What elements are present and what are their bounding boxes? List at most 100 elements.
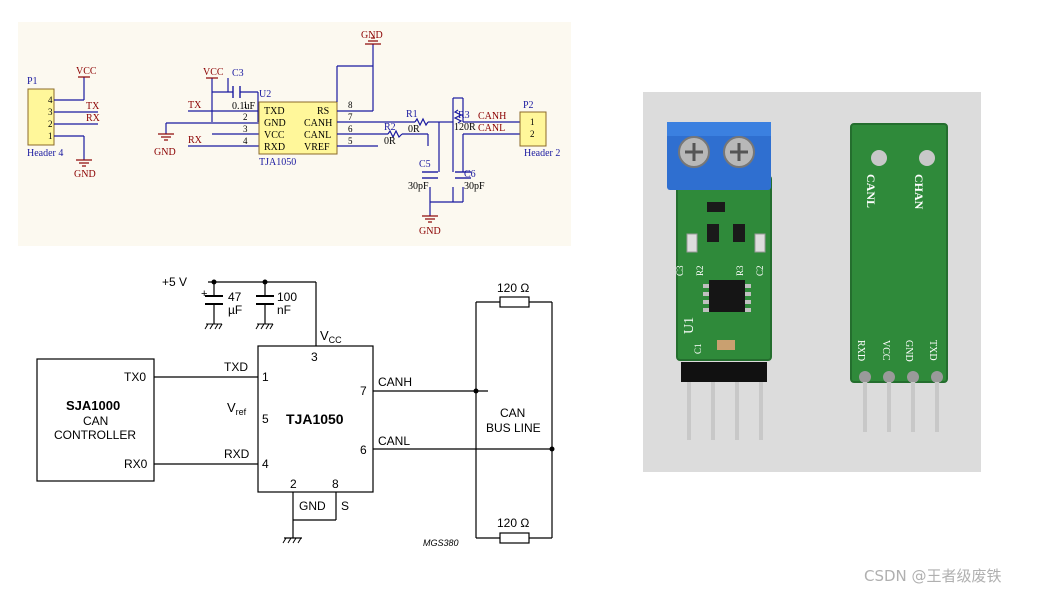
c100-unit: nF	[277, 303, 291, 317]
r3-value: 120R	[454, 122, 476, 133]
pcb-label-c3: C3	[675, 265, 685, 276]
pin-1-num: 1	[262, 370, 269, 384]
canl-net: CANL	[478, 123, 505, 134]
rxd-label: RXD	[224, 447, 250, 461]
u2-pin-vref: VREF	[304, 142, 330, 153]
controller-rx: RX0	[124, 457, 148, 471]
r2-ref: R2	[384, 122, 396, 133]
schematic-top: P1 Header 4 4 3 2 1 VCC TX RX GND	[18, 22, 571, 246]
u2-name: TJA1050	[259, 157, 296, 168]
pcb-label-u1: U1	[682, 317, 697, 334]
p2-pin-1: 1	[530, 117, 535, 127]
p1-tx-net: TX	[86, 101, 100, 112]
pcb-label-canl: CANL	[864, 174, 878, 208]
pin-3-num: 3	[311, 350, 318, 364]
supply-label: +5 V	[162, 275, 187, 289]
pcb-label-chan: CHAN	[912, 174, 926, 210]
bottom-gnd-label: GND	[419, 226, 441, 237]
u2-ic: U2 TJA1050 TXD GND VCC RXD RS CANH CANL …	[243, 89, 353, 168]
canh-label: CANH	[378, 375, 412, 389]
figure-code: MGS380	[423, 538, 459, 548]
u2-pin-vcc: VCC	[264, 130, 285, 141]
p2-pin-2: 2	[530, 129, 535, 139]
svg-text:+: +	[201, 288, 207, 300]
p1-gnd-label: GND	[74, 169, 96, 180]
u2-pin-num-2: 2	[243, 112, 248, 122]
c100-value: 100	[277, 290, 297, 304]
gnd-pin-label: GND	[299, 499, 326, 513]
u2-rx-net: RX	[188, 135, 203, 146]
u2-pin-canl: CANL	[304, 130, 331, 141]
p1-name: Header 4	[27, 148, 63, 159]
controller-tx: TX0	[124, 370, 146, 384]
c6-ref: C6	[464, 169, 476, 180]
r2-value: 0R	[384, 136, 396, 147]
pcb-label-r2: R2	[695, 265, 705, 276]
p1-rx-net: RX	[86, 113, 101, 124]
pcb-label-r3: R3	[735, 265, 745, 276]
pin-6-num: 6	[360, 443, 367, 457]
pcb-label-c1: C1	[693, 343, 703, 354]
vcc-label: VCC	[320, 328, 342, 345]
controller-line2: CONTROLLER	[54, 428, 136, 442]
txd-label: TXD	[224, 360, 248, 374]
term-bottom-label: 120 Ω	[497, 516, 529, 530]
pcb-label-c2: C2	[755, 265, 765, 276]
u2-gnd-label: GND	[154, 147, 176, 158]
r1-ref: R1	[406, 109, 418, 120]
r3-ref: R3	[458, 110, 470, 121]
p1-ref: P1	[27, 76, 38, 87]
p1-pin-2: 2	[48, 119, 53, 129]
pin-5-num: 5	[262, 412, 269, 426]
pcb-label-vcc: VCC	[880, 340, 891, 361]
controller-name: SJA1000	[66, 398, 120, 413]
p2-ref: P2	[523, 100, 534, 111]
u2-pin-canh: CANH	[304, 118, 332, 129]
schematic-top-canvas: P1 Header 4 4 3 2 1 VCC TX RX GND	[27, 30, 560, 237]
u2-pin-rxd: RXD	[264, 142, 285, 153]
pcb-label-gnd: GND	[903, 340, 914, 362]
p1-vcc-label: VCC	[76, 66, 97, 77]
p1-pin-1: 1	[48, 131, 53, 141]
bus-line1: CAN	[500, 406, 525, 420]
module-photo: C3 R2 R3 C2 U1 C1 CANL CHAN RXD VCC GND …	[643, 92, 981, 472]
bus-line2: BUS LINE	[486, 421, 541, 435]
u2-vcc-label: VCC	[203, 67, 224, 78]
u2-pin-gnd: GND	[264, 118, 286, 129]
p1-header: P1 Header 4 4 3 2 1	[27, 76, 63, 159]
pin-7-num: 7	[360, 384, 367, 398]
module-photo-canvas: C3 R2 R3 C2 U1 C1 CANL CHAN RXD VCC GND …	[667, 122, 948, 440]
u2-pin-num-1: 1	[243, 100, 248, 110]
u2-pin-num-7: 7	[348, 112, 353, 122]
p2-name: Header 2	[524, 148, 560, 159]
u2-pin-num-8: 8	[348, 100, 353, 110]
screw-terminal	[667, 122, 771, 190]
u2-pin-rs: RS	[317, 106, 329, 117]
c47-value: 47	[228, 290, 242, 304]
controller-line1: CAN	[83, 414, 108, 428]
front-board: C3 R2 R3 C2 U1 C1	[667, 122, 772, 440]
c5-value: 30pF	[408, 181, 429, 192]
r1-value: 0R	[408, 124, 420, 135]
pin-2-num: 2	[290, 477, 297, 491]
term-top-label: 120 Ω	[497, 281, 529, 295]
u2-ref: U2	[259, 89, 271, 100]
u2-pin-num-6: 6	[348, 124, 353, 134]
c3-ref: C3	[232, 68, 244, 79]
schematic-bottom: +5 V + 47 µF 100 nF VCC 3 SJA1000 CAN CO…	[18, 264, 571, 568]
u2-pin-num-3: 3	[243, 124, 248, 134]
vref-label: Vref	[227, 400, 247, 417]
top-gnd-label: GND	[361, 30, 383, 41]
back-board: CANL CHAN RXD VCC GND TXD	[850, 123, 948, 432]
u2-pin-num-4: 4	[243, 136, 248, 146]
pcb-label-rxd: RXD	[855, 340, 866, 361]
s-pin-label: S	[341, 499, 349, 513]
u2-tx-net: TX	[188, 100, 202, 111]
pin-4-num: 4	[262, 457, 269, 471]
p2-header: P2 Header 2 1 2	[519, 100, 560, 159]
canh-net: CANH	[478, 111, 506, 122]
c6-value: 30pF	[464, 181, 485, 192]
u2-pin-num-5: 5	[348, 136, 353, 146]
watermark: CSDN @王者级废铁	[864, 567, 1002, 585]
p1-pin-3: 3	[48, 107, 53, 117]
